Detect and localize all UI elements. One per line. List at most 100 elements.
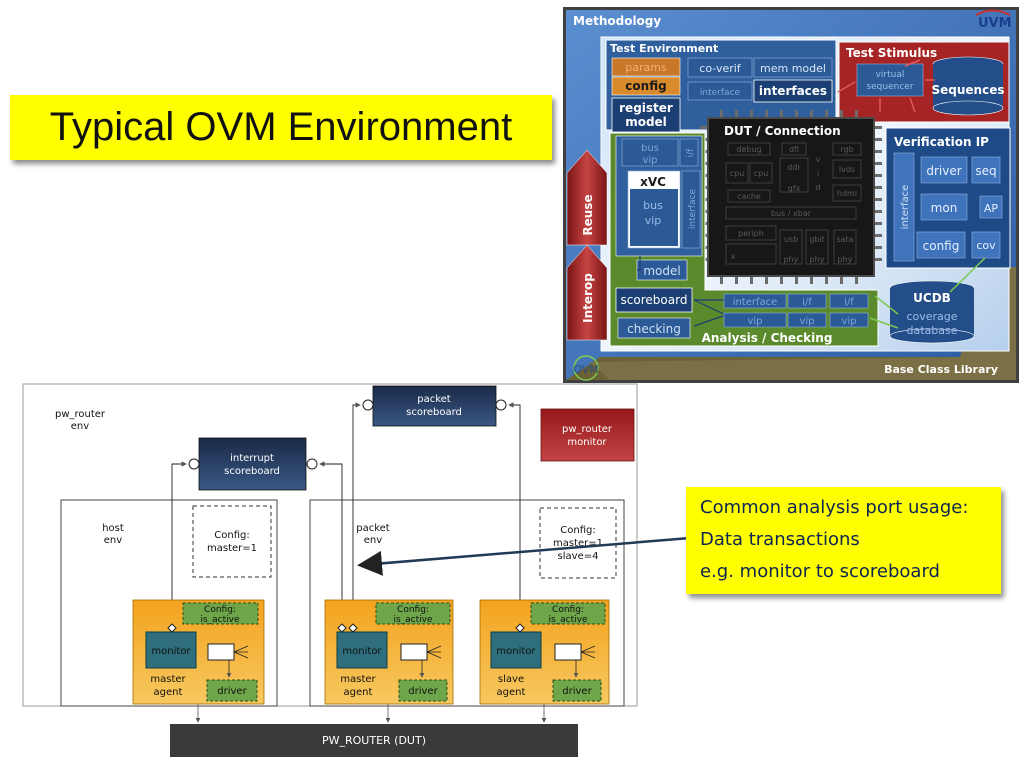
chip-x: x: [731, 252, 736, 261]
interface-label-top: interface: [700, 88, 741, 98]
chip-cpu-2: cpu: [754, 169, 769, 178]
bottom-if2-label: i/f: [844, 297, 854, 308]
agent-config-label-1: Config:: [204, 605, 236, 615]
chip-d: d: [815, 183, 820, 192]
agent-config-label-2: is_active: [548, 615, 588, 625]
interop-arrow: [566, 244, 608, 341]
vip-config-box: [916, 231, 966, 259]
agent-name-label-2: agent: [497, 687, 526, 698]
uvm-outer-frame: [563, 7, 1019, 383]
agent-port-diamond-icon: [337, 623, 347, 633]
chip-lvds: lvds: [839, 165, 855, 174]
agent-monitor-label: monitor: [496, 646, 536, 657]
if-top-box: [679, 138, 699, 167]
host-env-label-1: host: [102, 523, 124, 534]
router-monitor-label-1: pw_router: [562, 424, 613, 435]
scoreboard-box: [615, 287, 693, 313]
dut-connection-label: DUT / Connection: [724, 124, 841, 138]
master-monitor-to-packet-line: [352, 402, 361, 624]
callout-line-1: Common analysis port usage:: [700, 497, 969, 518]
co-verif-box: [687, 57, 753, 78]
dut-bar: PW_ROUTER (DUT): [170, 724, 578, 757]
host-config-label-1: Config:: [214, 530, 249, 541]
co-verif-label: co-verif: [699, 62, 742, 75]
vip-driver-label: driver: [926, 164, 961, 178]
slide-title: Typical OVM Environment: [10, 95, 552, 160]
agent-port-diamond-icon: [515, 623, 525, 633]
agent-sequencer-icon: [207, 643, 235, 661]
virtual-sequencer-label-2: sequencer: [866, 82, 913, 92]
agent-sequencer-icon: [554, 643, 582, 661]
ucdb-db-icon: [889, 328, 975, 344]
agent-driver-label: driver: [408, 686, 438, 697]
agent-driver-label: driver: [217, 686, 247, 697]
vip-interface-box: [893, 152, 915, 262]
agent-packet-master: Config: is_active monitor master agent d…: [324, 599, 454, 705]
agent-sequencer-icon: [400, 643, 428, 661]
scoreboard-label: scoreboard: [621, 293, 688, 307]
coverage-label-2: database: [907, 324, 958, 337]
base-class-library-band: [566, 267, 1016, 380]
bus-vip-top-label-2: vip: [642, 155, 657, 166]
register-model-label-2: model: [625, 115, 667, 129]
chip-pins: [700, 110, 882, 284]
agent-monitor-box: [336, 631, 388, 669]
callout-line-2: Data transactions: [700, 529, 860, 550]
agent-driver-box: [206, 679, 258, 702]
agent-config-box: [375, 602, 451, 625]
interop-label: Interop: [581, 273, 595, 323]
ovm-logo-icon: [573, 355, 599, 381]
vip-mon-label: mon: [931, 201, 958, 215]
vip-config-label: config: [923, 239, 960, 253]
packet-export-right-icon: [495, 399, 507, 411]
router-monitor-label-2: monitor: [567, 437, 607, 448]
packet-env-label-1: packet: [356, 523, 390, 534]
agent-name-label-2: agent: [154, 687, 183, 698]
interface-vertical-label: interface: [688, 188, 698, 229]
sequences-db-icon: [932, 100, 1004, 116]
checking-box: [617, 317, 691, 339]
agent-name-label-2: agent: [344, 687, 373, 698]
methodology-label: Methodology: [573, 14, 661, 28]
interrupt-export-right-icon: [306, 458, 318, 470]
host-env-frame: [60, 499, 278, 707]
vip-seq-box: [971, 156, 1001, 184]
agent-config-box: [530, 602, 606, 625]
packet-scoreboard-label-1: packet: [417, 394, 451, 405]
bottom-if1-label: i/f: [802, 297, 812, 308]
mem-model-box: [753, 57, 833, 78]
host-config-label-2: master=1: [207, 543, 257, 554]
virtual-sequencer-box: [856, 63, 924, 97]
uvm-logo-arc-icon: [975, 9, 1011, 16]
interrupt-scoreboard-label-1: interrupt: [230, 453, 274, 464]
router-monitor: [540, 408, 635, 462]
packet-env-frame: [309, 499, 625, 707]
model-label: model: [643, 264, 680, 278]
agent-monitor-label: monitor: [151, 646, 191, 657]
bottom-vip1-box: [787, 312, 827, 328]
chip-cache: cache: [737, 192, 761, 201]
if-top-label: i/f: [686, 148, 696, 158]
master-monitor-to-interrupt-line: [319, 461, 343, 624]
agent-monitor-box: [145, 631, 197, 669]
agent-port-diamond-icon-2: [348, 623, 358, 633]
packet-config-label-2: master=1: [553, 538, 603, 549]
agent-host-master: Config: is_active monitor master agent d…: [132, 599, 265, 705]
test-stimulus-panel: [838, 41, 1010, 123]
packet-scoreboard-label-2: scoreboard: [406, 407, 462, 418]
uvm-logo: UVM: [978, 16, 1012, 31]
analysis-callout: Common analysis port usage: Data transac…: [686, 487, 1001, 594]
ucdb-label: UCDB: [913, 291, 951, 305]
vip-mon-box: [920, 193, 968, 221]
vip-cov-box: [971, 231, 1001, 259]
bottom-vip1-label: vip: [799, 316, 814, 327]
xvc-label: xVC: [640, 175, 666, 189]
agent-driver-label: driver: [562, 686, 592, 697]
chip-debug: debug: [736, 145, 761, 154]
callout-line-3: e.g. monitor to scoreboard: [700, 561, 940, 582]
xvc-box: [627, 170, 681, 249]
agent-config-label-2: is_active: [200, 615, 240, 625]
chip-usb: usb: [784, 235, 798, 244]
chip-phy-3: phy: [838, 255, 853, 264]
chip-internal-blocks: [725, 142, 862, 265]
